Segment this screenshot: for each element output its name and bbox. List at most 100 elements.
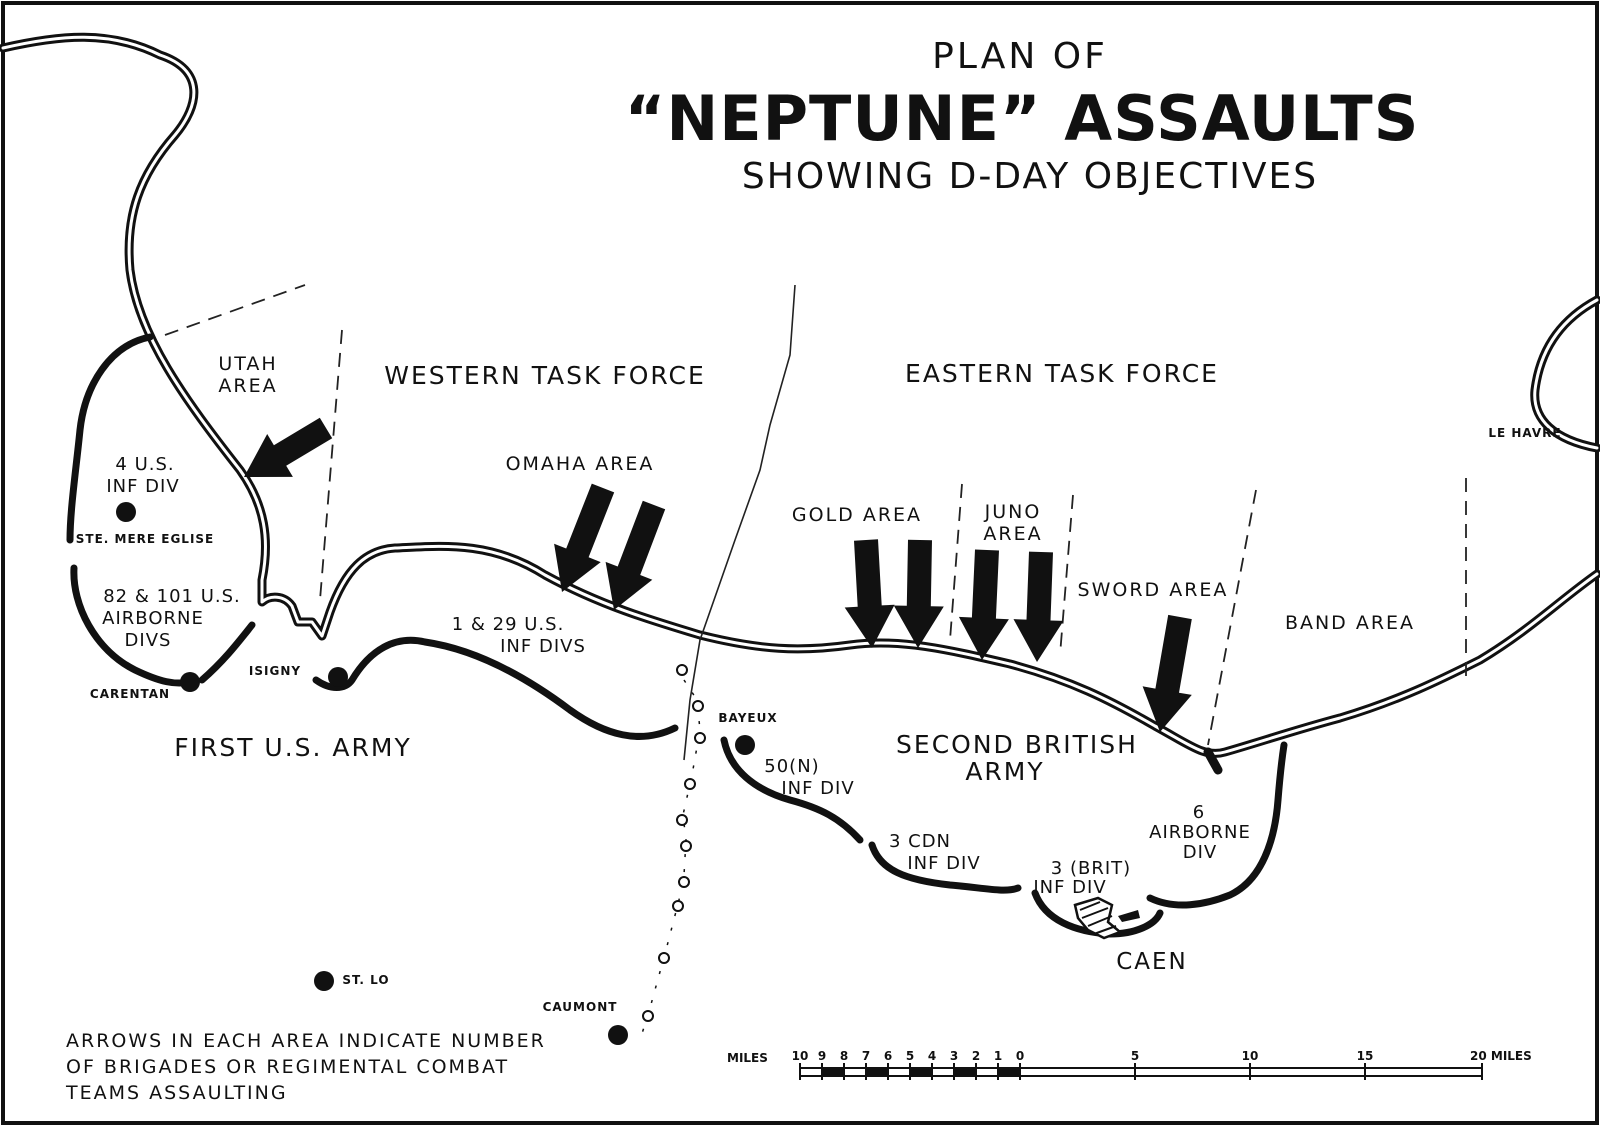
boundary-lines [164,284,1467,761]
title-line-2: “NEPTUNE” ASSAULTS [625,82,1420,155]
town-label-ste-mere-eglise: STE. MERE EGLISE [76,532,215,546]
division-label-us4-2: INF DIV [106,476,179,497]
division-label-brit3-2: INF DIV [1033,877,1106,898]
division-label-airborne6-1: 6 [1193,802,1205,823]
division-label-airborne6-2: AIRBORNE [1149,822,1251,843]
scale-tick-left-7-label: 7 [862,1049,870,1063]
division-label-brit50-2: INF DIV [781,778,854,799]
road-circle-8 [672,900,684,912]
army-label-first-us: FIRST U.S. ARMY [174,733,412,762]
scale-tick-right-5-label: 5 [1131,1049,1139,1063]
town-label-caen: CAEN [1116,949,1188,975]
road-circle-3 [694,732,706,744]
division-label-cdn3-1: 3 CDN [889,831,951,852]
road-circle-6 [680,840,692,852]
scale-segment-9 [822,1068,844,1076]
division-label-us-airborne-2: AIRBORNE [102,608,204,629]
task-force-eastern: EASTERN TASK FORCE [905,359,1219,388]
coastline [0,32,1600,775]
assault-arrow-gold-1 [844,539,895,648]
assault-arrow-omaha-1 [554,483,615,592]
task-force-western: WESTERN TASK FORCE [384,361,706,390]
scale-label-left: MILES [727,1051,768,1065]
area-label-juno-2: AREA [983,523,1042,545]
scale-tick-left-9-label: 9 [818,1049,826,1063]
road-circle-1 [676,664,688,676]
scale-tick-left-8-label: 8 [840,1049,848,1063]
scale-tick-right-10-label: 10 [1242,1049,1259,1063]
town-dot-carentan [180,672,200,692]
town-label-carentan: CARENTAN [90,687,170,701]
scale-tick-left-6-label: 6 [884,1049,892,1063]
scale-bar-frame [799,1067,1483,1077]
area-label-gold: GOLD AREA [792,504,922,526]
scale-tick-right-15-label: 15 [1357,1049,1374,1063]
road-circle-7 [678,876,690,888]
area-label-utah-1: UTAH [218,353,277,375]
town-label-isigny: ISIGNY [249,664,301,678]
road-circle-4 [684,778,696,790]
title-line-1: PLAN OF [932,36,1108,77]
road-markers [639,664,706,1041]
town-dot-bayeux [735,735,755,755]
division-label-us1-29-1: 1 & 29 U.S. [452,614,565,635]
scale-tick-left-4-label: 4 [928,1049,936,1063]
town-label-caumont: CAUMONT [543,1000,618,1014]
front-lines [66,333,1288,938]
scale-tick-left-1-label: 1 [994,1049,1002,1063]
title-line-3: SHOWING D-DAY OBJECTIVES [742,156,1318,197]
note-line-3: TEAMS ASSAULTING [65,1082,288,1104]
division-label-us4-1: 4 U.S. [115,454,174,475]
assault-arrow-utah-1 [244,417,333,477]
division-label-us-airborne-1: 82 & 101 U.S. [103,586,241,607]
division-label-airborne6-3: DIV [1183,842,1217,863]
town-dots [116,502,755,1045]
town-dot-ste-mere-eglise [116,502,136,522]
scale-tick-left-3-label: 3 [950,1049,958,1063]
area-label-utah-2: AREA [218,375,277,397]
town-label-bayeux: BAYEUX [718,711,777,725]
division-label-us-airborne-3: DIVS [125,630,172,651]
scale-segment-7 [866,1068,888,1076]
road-circle-5 [676,814,688,826]
town-label-st-lo: ST. LO [342,973,389,987]
scale-tick-left-0-label: 0 [1016,1049,1024,1063]
scale-tick-left-10-label: 10 [792,1049,809,1063]
army-label-second-british-2: ARMY [965,757,1044,786]
army-label-second-british-1: SECOND BRITISH [896,730,1138,759]
division-label-us1-29-2: INF DIVS [500,636,586,657]
road-circle-2 [692,700,704,712]
assault-arrow-gold-2 [893,539,944,648]
scale-label-right: 20 MILES [1470,1049,1532,1063]
scale-tick-left-2-label: 2 [972,1049,980,1063]
division-label-brit3-1: 3 (BRIT) [1051,858,1131,879]
scale-tick-left-5-label: 5 [906,1049,914,1063]
note-line-2: OF BRIGADES OR REGIMENTAL COMBAT [66,1056,509,1078]
caen-town-hatch [1073,896,1140,940]
assault-arrows [244,417,1192,732]
assault-arrow-omaha-2 [605,500,666,610]
area-label-band: BAND AREA [1285,612,1415,634]
area-label-juno-1: JUNO [984,501,1042,523]
area-label-omaha: OMAHA AREA [506,453,655,475]
division-label-brit50-1: 50(N) [764,756,819,777]
division-label-cdn3-2: INF DIV [907,853,980,874]
note-line-1: ARROWS IN EACH AREA INDICATE NUMBER [66,1030,546,1052]
scale-segment-5 [910,1068,932,1076]
town-dot-caumont [608,1025,628,1045]
road-circle-10 [642,1010,654,1022]
assault-arrow-juno-2 [1013,551,1064,662]
town-label-le-havre: LE HAVRE [1488,426,1561,440]
scale-segment-1 [998,1068,1020,1076]
area-label-sword: SWORD AREA [1078,579,1229,601]
assault-arrow-sword-1 [1142,614,1192,732]
road-circle-9 [658,952,670,964]
assault-arrow-juno-1 [958,549,1009,660]
town-dot-st-lo [314,971,334,991]
scale-segment-3 [954,1068,976,1076]
